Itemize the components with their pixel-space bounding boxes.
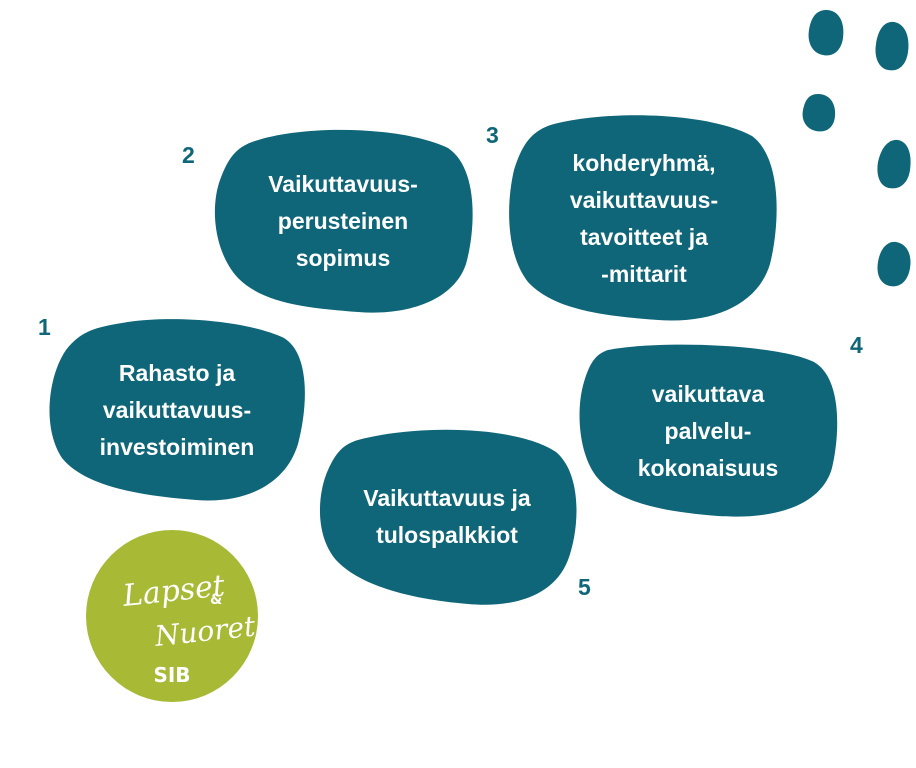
step-1-label: Rahasto ja vaikuttavuus- investoiminen	[99, 359, 255, 460]
decorative-dot	[802, 94, 836, 132]
blob-shape	[509, 115, 777, 321]
step-number-5: 5	[578, 574, 591, 600]
lapset-nuoret-sib-logo: Lapset & Nuoret SIB	[86, 530, 258, 702]
step-2-blob: Vaikuttavuus- perusteinen sopimus	[212, 128, 474, 314]
decorative-dot	[877, 241, 911, 287]
blob-shape	[49, 319, 305, 501]
step-4-label: vaikuttava palvelu- kokonaisuus	[637, 380, 779, 481]
logo-text-sib: SIB	[153, 663, 190, 687]
blob-shape	[214, 129, 473, 313]
blob-shape	[319, 429, 577, 605]
step-4-blob: vaikuttava palvelu- kokonaisuus	[578, 344, 838, 518]
step-2-label: Vaikuttavuus- perusteinen sopimus	[268, 170, 418, 271]
step-1-blob: Rahasto ja vaikuttavuus- investoiminen	[46, 316, 308, 504]
step-number-1: 1	[38, 314, 51, 340]
step-number-2: 2	[182, 142, 195, 168]
step-number-3: 3	[486, 122, 499, 148]
step-3-blob: kohderyhmä, vaikuttavuus- tavoitteet ja …	[508, 114, 780, 324]
logo-text-amp: &	[210, 592, 222, 608]
blob-shape	[579, 344, 838, 517]
logo-circle	[86, 530, 258, 702]
step-number-4: 4	[850, 332, 863, 358]
decorative-dot	[877, 139, 911, 189]
step-3-label: kohderyhmä, vaikuttavuus- tavoitteet ja …	[569, 150, 719, 287]
step-5-blob: Vaikuttavuus ja tulospalkkiot	[318, 428, 577, 606]
decorative-dot	[808, 10, 844, 56]
step-5-label: Vaikuttavuus ja tulospalkkiot	[363, 485, 531, 548]
decorative-dot	[875, 21, 909, 71]
